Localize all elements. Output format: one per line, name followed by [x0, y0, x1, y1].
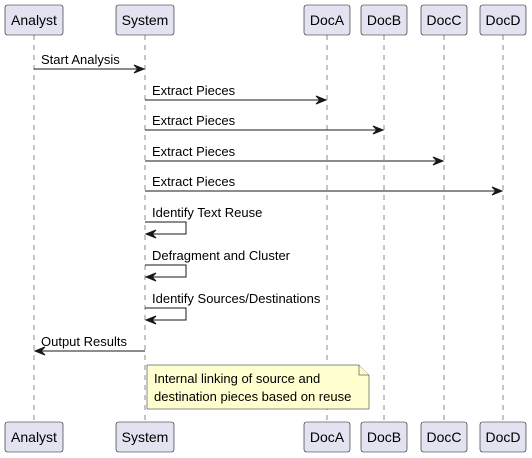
participant-label: DocA — [310, 429, 345, 445]
participant-label: DocD — [485, 12, 520, 28]
message-label: Extract Pieces — [152, 113, 236, 128]
participant-box — [420, 421, 468, 453]
message-label: Output Results — [41, 334, 127, 349]
participant-box — [115, 421, 175, 453]
participant-box — [115, 4, 175, 36]
message-label: Identify Sources/Destinations — [152, 291, 321, 306]
message-8: Identify Sources/Destinations — [144, 291, 321, 325]
lifelines — [33, 35, 504, 422]
message-label: Extract Pieces — [152, 83, 236, 98]
message-label: Identify Text Reuse — [152, 205, 262, 220]
participants-bottom: Analyst System DocA DocB DocC DocD — [4, 421, 527, 453]
message-arrow-head — [144, 272, 157, 282]
message-arrow-head — [144, 315, 157, 325]
participant-box — [303, 421, 351, 453]
message-arrow-line — [145, 264, 187, 278]
participant-box — [479, 421, 527, 453]
participant-doca-top: DocA — [303, 4, 351, 36]
message-label: Extract Pieces — [152, 174, 236, 189]
participant-docb-bottom: DocB — [360, 421, 408, 453]
message-arrow-head — [372, 125, 385, 135]
message-9: Output Results — [33, 334, 145, 356]
participant-box — [360, 421, 408, 453]
message-1: Start Analysis — [34, 52, 146, 74]
participant-docc-top: DocC — [420, 4, 468, 36]
note-line: destination pieces based on reuse — [154, 389, 351, 404]
participant-label: Analyst — [11, 12, 57, 28]
participant-doca-bottom: DocA — [303, 421, 351, 453]
participant-box — [420, 4, 468, 36]
participant-docd-top: DocD — [479, 4, 527, 36]
message-6: Identify Text Reuse — [144, 205, 262, 239]
participant-system-bottom: System — [115, 421, 175, 453]
note: Internal linking of source and destinatio… — [146, 364, 370, 410]
participant-label: DocB — [367, 429, 401, 445]
message-5: Extract Pieces — [145, 174, 504, 196]
participant-box — [479, 4, 527, 36]
message-7: Defragment and Cluster — [144, 248, 291, 282]
participants-top: Analyst System DocA DocB DocC DocD — [4, 4, 527, 36]
note-line: Internal linking of source and — [154, 371, 320, 386]
message-arrow-head — [491, 186, 504, 196]
message-arrow-head — [144, 229, 157, 239]
message-label: Defragment and Cluster — [152, 248, 291, 263]
message-label: Extract Pieces — [152, 144, 236, 159]
note-fold — [358, 365, 369, 376]
message-2: Extract Pieces — [145, 83, 328, 105]
participant-label: System — [122, 12, 169, 28]
participant-box — [303, 4, 351, 36]
participant-label: DocA — [310, 12, 345, 28]
participant-label: DocC — [426, 429, 461, 445]
participant-docc-bottom: DocC — [420, 421, 468, 453]
participant-docd-bottom: DocD — [479, 421, 527, 453]
message-arrow-line — [145, 221, 187, 235]
participant-box — [4, 421, 64, 453]
participant-label: System — [122, 429, 169, 445]
participant-label: DocB — [367, 12, 401, 28]
message-3: Extract Pieces — [145, 113, 385, 135]
participant-system-top: System — [115, 4, 175, 36]
participant-box — [4, 4, 64, 36]
message-arrow-head — [432, 156, 445, 166]
participant-docb-top: DocB — [360, 4, 408, 36]
message-label: Start Analysis — [41, 52, 120, 67]
message-arrow-line — [145, 307, 187, 321]
note-box: Internal linking of source and destinatio… — [146, 364, 370, 410]
participant-label: DocD — [485, 429, 520, 445]
participant-analyst-top: Analyst — [4, 4, 64, 36]
participant-label: DocC — [426, 12, 461, 28]
message-arrow-head — [33, 346, 46, 356]
message-arrow-head — [133, 64, 146, 74]
participant-analyst-bottom: Analyst — [4, 421, 64, 453]
message-arrow-head — [315, 95, 328, 105]
message-4: Extract Pieces — [145, 144, 445, 166]
participant-box — [360, 4, 408, 36]
note-background — [146, 364, 370, 410]
participant-label: Analyst — [11, 429, 57, 445]
